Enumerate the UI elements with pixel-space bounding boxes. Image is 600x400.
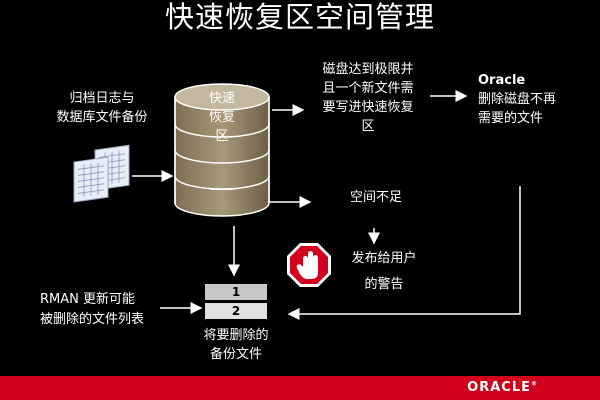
oracle-action-line: 需要的文件	[478, 111, 544, 126]
arrow-oracle-to-queue	[287, 186, 521, 320]
queue-item: 2	[205, 303, 267, 319]
archive-logs-line: 归档日志与	[69, 91, 135, 106]
user-warning-line: 发布给用户	[351, 251, 417, 266]
oracle-action-title: Oracle	[478, 73, 526, 88]
archive-logs-line: 数据库文件备份	[56, 110, 148, 125]
disk-full-line: 磁盘达到极限并	[322, 62, 414, 77]
disk-full-line: 要写进快速恢复	[322, 100, 414, 115]
database-disk-icon	[174, 83, 270, 217]
stop-hand-icon	[287, 243, 331, 287]
disk-full-line: 且一个新文件需	[322, 81, 414, 96]
document-stack-icon	[73, 144, 130, 203]
disk-full-line: 区	[361, 119, 375, 134]
backup-files-line: 备份文件	[209, 347, 262, 362]
user-warning-label: 发布给用户 的警告	[336, 246, 432, 298]
oracle-action-line: 删除磁盘不再	[478, 92, 557, 107]
rman-list-label: RMAN 更新可能 被删除的文件列表	[40, 290, 170, 330]
backup-files-label: 将要删除的 备份文件	[184, 326, 288, 364]
page-title: 快速恢复区空间管理	[164, 0, 435, 34]
space-insufficient-label: 空间不足	[350, 190, 403, 205]
rman-list-line: 被删除的文件列表	[40, 312, 145, 327]
trademark-mark: ®	[531, 380, 538, 388]
disk-label-line: 快速	[208, 91, 235, 106]
footer-bar: ORACLE®	[0, 376, 600, 400]
oracle-logo: ORACLE®	[467, 380, 538, 395]
oracle-logo-text: ORACLE	[467, 380, 531, 395]
oracle-action-label: Oracle 删除磁盘不再 需要的文件	[478, 71, 588, 128]
disk-full-label: 磁盘达到极限并 且一个新文件需 要写进快速恢复 区	[308, 60, 428, 136]
disk-label-line: 恢复	[208, 110, 235, 125]
queue-item: 1	[205, 284, 267, 300]
rman-list-line: RMAN 更新可能	[40, 292, 135, 307]
archive-logs-label: 归档日志与 数据库文件备份	[38, 89, 166, 127]
backup-files-line: 将要删除的	[203, 328, 269, 343]
user-warning-line: 的警告	[364, 277, 404, 292]
disk-label: 快速 恢复 区	[198, 89, 246, 146]
disk-label-line: 区	[215, 129, 229, 144]
